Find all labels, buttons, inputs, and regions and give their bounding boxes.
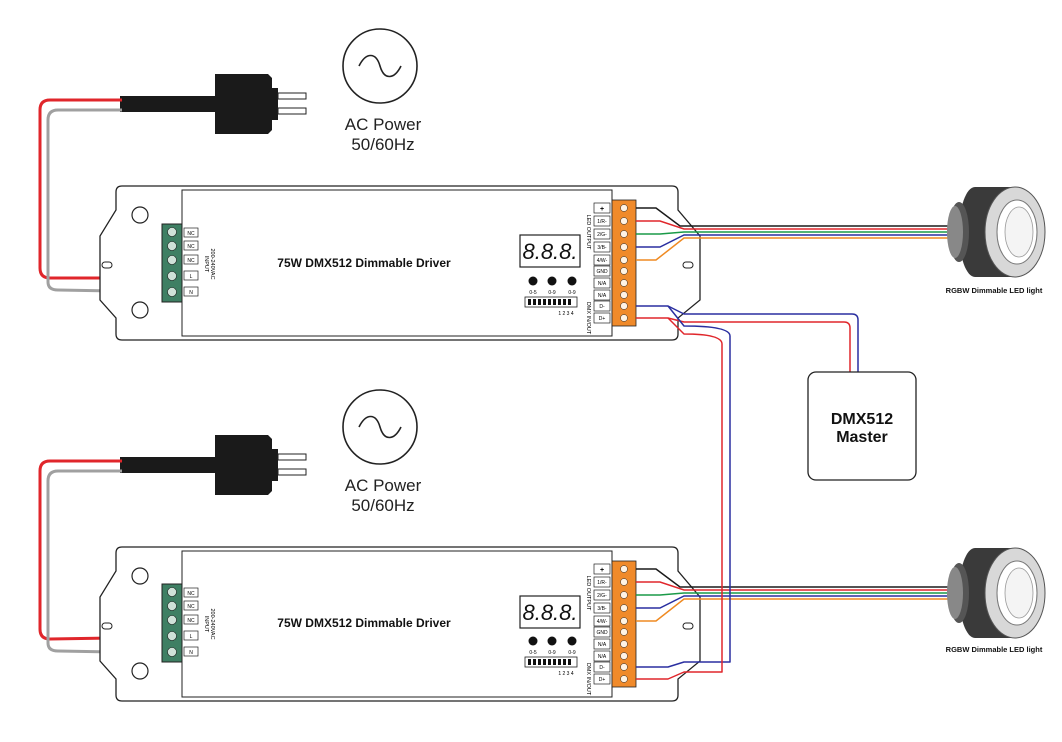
led-light-label-bottom: RGBW Dimmable LED light bbox=[946, 645, 1043, 654]
svg-text:0-9: 0-9 bbox=[568, 650, 575, 656]
input-terminal-block-bottom: NC NC NC L N INPUT 200-240VAC bbox=[161, 583, 215, 663]
svg-text:1 2 3 4: 1 2 3 4 bbox=[558, 311, 574, 317]
ac-power-symbol-top bbox=[342, 28, 418, 104]
svg-text:8.8.8.: 8.8.8. bbox=[522, 600, 577, 625]
ac-power-label-top: AC Power bbox=[345, 115, 422, 134]
dmx-inout-label: DMX IN/OUT bbox=[585, 663, 591, 696]
led-output-label: LED OUTPUT bbox=[585, 215, 591, 250]
input-terminal-label: NC bbox=[187, 591, 195, 597]
input-voltage-label: INPUT bbox=[203, 616, 209, 633]
mains-wires-top bbox=[38, 98, 176, 294]
input-terminal-label: NC bbox=[187, 604, 195, 610]
svg-text:D+: D+ bbox=[599, 316, 606, 322]
input-terminal-label: N bbox=[189, 290, 193, 296]
svg-text:D-: D- bbox=[599, 304, 605, 310]
svg-text:2/G-: 2/G- bbox=[597, 232, 607, 238]
led-light-label-top: RGBW Dimmable LED light bbox=[946, 286, 1043, 295]
svg-text:2/G-: 2/G- bbox=[597, 593, 607, 599]
svg-text:1/R-: 1/R- bbox=[597, 219, 607, 225]
svg-text:0-9: 0-9 bbox=[568, 290, 575, 296]
output-terminal-labels-top: + 1/R- 2/G- 3/B- 4/W- GND N/A N/A D- D+ bbox=[593, 202, 611, 324]
svg-text:D-: D- bbox=[599, 665, 605, 671]
driver-title-bottom: 75W DMX512 Dimmable Driver bbox=[277, 616, 451, 630]
svg-text:N/A: N/A bbox=[598, 281, 607, 287]
svg-text:3/B-: 3/B- bbox=[597, 245, 607, 251]
ac-power-symbol-bottom bbox=[342, 389, 418, 465]
seven-seg-display-bottom: 8.8.8. bbox=[519, 595, 581, 629]
svg-text:0-5: 0-5 bbox=[529, 650, 536, 656]
svg-text:4/W-: 4/W- bbox=[597, 258, 608, 264]
input-terminal-block-top: NC NC NC L N INPUT 200-240VAC bbox=[161, 223, 215, 303]
svg-text:0-9: 0-9 bbox=[548, 650, 555, 656]
svg-text:GND: GND bbox=[596, 269, 608, 275]
output-terminal-block-bottom bbox=[611, 560, 637, 688]
driver-title-top: 75W DMX512 Dimmable Driver bbox=[277, 256, 451, 270]
mains-wires-bottom bbox=[38, 459, 176, 655]
input-voltage-label: INPUT bbox=[203, 256, 209, 273]
dmx-master-label: DMX512 bbox=[831, 411, 893, 428]
input-terminal-label: NC bbox=[187, 618, 195, 624]
dip-switch-top: 1 2 3 4 bbox=[524, 296, 578, 317]
svg-text:N/A: N/A bbox=[598, 293, 607, 299]
ac-power-freq-top: 50/60Hz bbox=[351, 135, 414, 154]
input-terminal-label: NC bbox=[187, 231, 195, 237]
output-terminal-labels-bottom: + 1/R- 2/G- 3/B- 4/W- GND N/A N/A D- D+ bbox=[593, 563, 611, 685]
svg-text:N/A: N/A bbox=[598, 642, 607, 648]
input-terminal-label: L bbox=[190, 634, 193, 640]
led-output-wires-bottom bbox=[636, 568, 948, 622]
rgbw-led-light-bottom bbox=[946, 547, 1046, 639]
dmx-inout-label: DMX IN/OUT bbox=[585, 302, 591, 335]
svg-text:3/B-: 3/B- bbox=[597, 606, 607, 612]
dmx-wires bbox=[636, 305, 859, 680]
svg-text:+: + bbox=[600, 206, 604, 213]
rgbw-led-light-top bbox=[946, 186, 1046, 278]
input-terminal-label: N bbox=[189, 650, 193, 656]
dip-switch-bottom: 1 2 3 4 bbox=[524, 656, 578, 677]
input-terminal-label: NC bbox=[187, 244, 195, 250]
ac-plug-bottom bbox=[119, 434, 307, 496]
svg-text:D+: D+ bbox=[599, 677, 606, 683]
led-output-wires-top bbox=[636, 207, 948, 261]
svg-text:8.8.8.: 8.8.8. bbox=[522, 239, 577, 264]
input-voltage-label: 200-240VAC bbox=[209, 608, 215, 639]
ac-plug-top bbox=[119, 73, 307, 135]
ac-power-freq-bottom: 50/60Hz bbox=[351, 496, 414, 515]
input-terminal-label: NC bbox=[187, 258, 195, 264]
input-voltage-label: 200-240VAC bbox=[209, 248, 215, 279]
svg-text:N/A: N/A bbox=[598, 654, 607, 660]
svg-text:+: + bbox=[600, 567, 604, 574]
rotary-knobs-top: 0-5 0-9 0-9 bbox=[528, 276, 577, 296]
dmx-master-box: DMX512 Master bbox=[807, 371, 917, 481]
output-terminal-block-top bbox=[611, 199, 637, 327]
input-terminal-label: L bbox=[190, 274, 193, 280]
svg-text:0-5: 0-5 bbox=[529, 290, 536, 296]
seven-seg-display-top: 8.8.8. bbox=[519, 234, 581, 268]
svg-text:1 2 3 4: 1 2 3 4 bbox=[558, 671, 574, 677]
rotary-knobs-bottom: 0-5 0-9 0-9 bbox=[528, 636, 577, 656]
svg-text:1/R-: 1/R- bbox=[597, 580, 607, 586]
svg-text:4/W-: 4/W- bbox=[597, 619, 608, 625]
dmx-master-label: Master bbox=[836, 429, 888, 446]
svg-text:GND: GND bbox=[596, 630, 608, 636]
ac-power-label-bottom: AC Power bbox=[345, 476, 422, 495]
svg-text:0-9: 0-9 bbox=[548, 290, 555, 296]
led-output-label: LED OUTPUT bbox=[585, 576, 591, 611]
